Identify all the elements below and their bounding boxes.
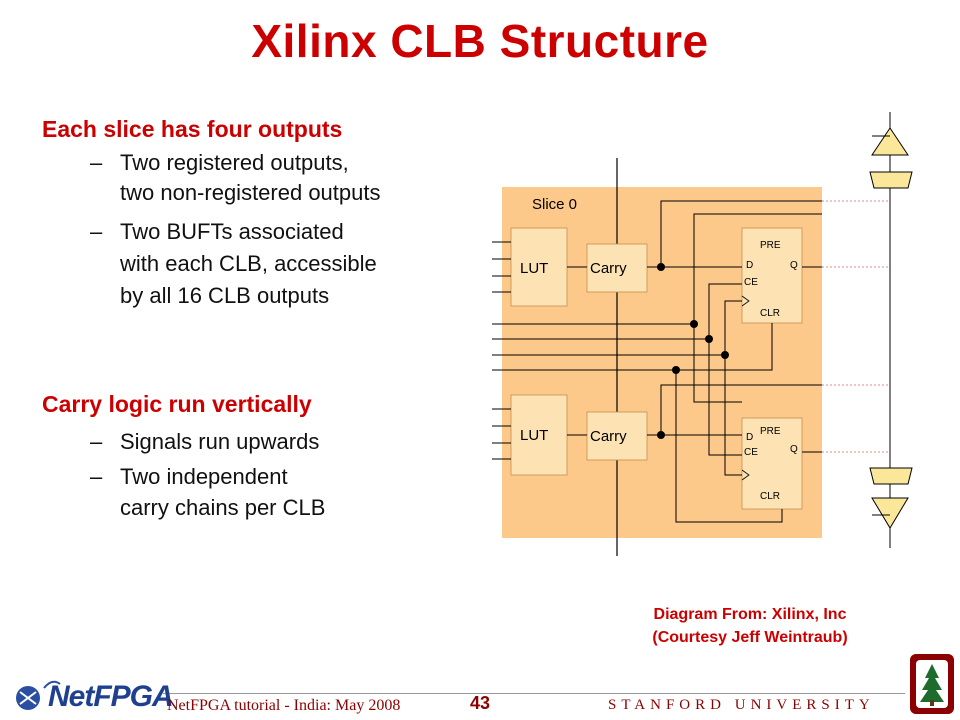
bullet-line: carry chains per CLB bbox=[120, 495, 326, 520]
carry-top-label: Carry bbox=[590, 260, 627, 277]
netfpga-logo-text: NetFPGA bbox=[48, 680, 174, 713]
section-heading-outputs: Each slice has four outputs bbox=[42, 116, 343, 142]
bullet-line: Signals run upwards bbox=[120, 429, 320, 454]
page-title: Xilinx CLB Structure bbox=[251, 15, 709, 67]
netfpga-logo-icon bbox=[16, 680, 61, 710]
ff-bottom-ce: CE bbox=[744, 447, 758, 458]
ff-bottom-clr: CLR bbox=[760, 491, 780, 502]
bullet-line: Two registered outputs, bbox=[120, 150, 349, 175]
lut-top bbox=[510, 227, 568, 307]
ff-top-clr: CLR bbox=[760, 308, 780, 319]
ff-bottom-pre: PRE bbox=[760, 426, 781, 437]
page-number: 43 bbox=[469, 693, 491, 713]
ff-bottom-d: D bbox=[746, 432, 753, 443]
bullet-line: Two BUFTs associated bbox=[120, 219, 344, 244]
section-heading-carry: Carry logic run vertically bbox=[42, 391, 312, 417]
slice-label: Slice 0 bbox=[532, 196, 577, 213]
carry-top bbox=[586, 243, 648, 293]
footer-event: NetFPGA tutorial - India: May 2008 bbox=[167, 697, 401, 714]
ff-top-pre: PRE bbox=[760, 240, 781, 251]
bullet-line: two non-registered outputs bbox=[120, 180, 381, 205]
diagram-credit-line: (Courtesy Jeff Weintraub) bbox=[652, 629, 848, 646]
bullet-line: by all 16 CLB outputs bbox=[120, 283, 330, 308]
bullet-dash: – bbox=[90, 429, 103, 454]
bullet-line: Two independent bbox=[120, 464, 288, 489]
lut-bottom bbox=[510, 394, 568, 476]
bullet-line: with each CLB, accessible bbox=[120, 251, 377, 276]
bullet-dash: – bbox=[90, 150, 103, 175]
diagram-credit-line: Diagram From: Xilinx, Inc bbox=[653, 606, 847, 623]
university-name: STANFORD UNIVERSITY bbox=[608, 697, 875, 713]
buft-top-icon bbox=[869, 127, 913, 189]
ff-bottom-q: Q bbox=[790, 444, 798, 455]
flipflop-bottom bbox=[741, 417, 803, 510]
flipflop-top bbox=[741, 227, 803, 324]
ff-top-d: D bbox=[746, 260, 753, 271]
lut-bottom-label: LUT bbox=[520, 427, 548, 444]
buft-bottom-icon bbox=[869, 467, 913, 529]
carry-bottom bbox=[586, 411, 648, 461]
carry-bottom-label: Carry bbox=[590, 428, 627, 445]
clb-diagram: Slice 0 LUT LUT Carry Carry PRE D Q CE C… bbox=[492, 112, 913, 556]
lut-top-label: LUT bbox=[520, 260, 548, 277]
bullet-dash: – bbox=[90, 464, 103, 489]
ff-top-ce: CE bbox=[744, 277, 758, 288]
ff-top-q: Q bbox=[790, 260, 798, 271]
stanford-tree-logo-icon bbox=[910, 654, 954, 714]
footer-bar bbox=[163, 693, 905, 719]
bullet-dash: – bbox=[90, 219, 103, 244]
